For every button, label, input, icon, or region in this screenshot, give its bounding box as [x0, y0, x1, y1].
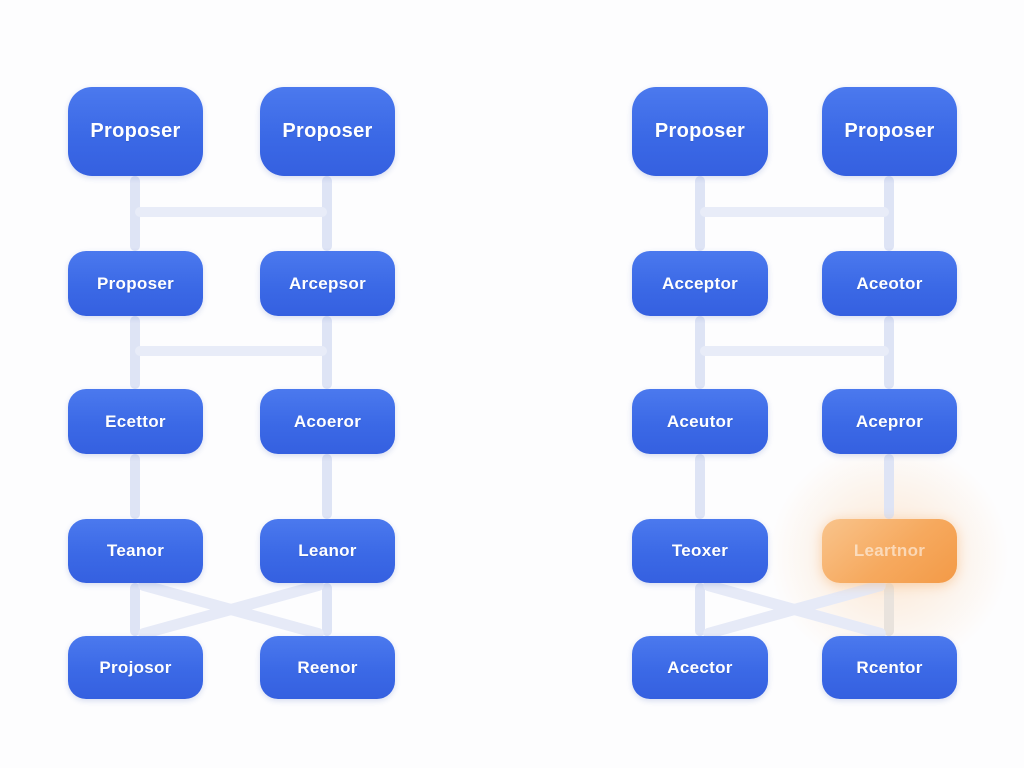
node-left-col2-row4: Leanor — [260, 519, 395, 583]
node-label: Leartnor — [853, 541, 926, 560]
node-label: Aceotor — [856, 273, 923, 293]
node-label: Leanor — [298, 541, 357, 560]
node-right-col2-row4-highlighted: Leartnor — [822, 519, 957, 583]
node-right-col1-row3: Aceutor — [632, 389, 768, 454]
connector-vertical — [322, 176, 332, 251]
connector-vertical — [884, 583, 894, 636]
connector-vertical — [322, 583, 332, 636]
node-label: Acoeror — [293, 411, 362, 431]
node-label: Ecettor — [105, 411, 166, 431]
node-label: Teanor — [106, 541, 165, 560]
node-label: Proposer — [282, 120, 373, 142]
node-label: Proposer — [90, 120, 181, 142]
node-left-col2-row5: Reenor — [260, 636, 395, 699]
node-label: Acepror — [855, 411, 924, 431]
node-right-col2-row5: Rcentor — [822, 636, 957, 699]
node-label: Proposer — [844, 120, 935, 142]
node-left-col2-row2: Arcepsor — [260, 251, 395, 316]
node-right-col1-row4: Teoxer — [632, 519, 768, 583]
connector-vertical — [130, 454, 140, 519]
node-right-col2-row2: Aceotor — [822, 251, 957, 316]
connector-vertical — [322, 316, 332, 389]
node-left-col2-row1: Proposer — [260, 87, 395, 176]
node-left-col1-row5: Projosor — [68, 636, 203, 699]
connector-vertical — [884, 454, 894, 519]
node-left-col1-row1: Proposer — [68, 87, 203, 176]
connector-horizontal — [135, 207, 327, 217]
node-right-col1-row1: Proposer — [632, 87, 768, 176]
connector-vertical — [695, 583, 705, 636]
node-label: Proposer — [654, 120, 746, 142]
connector-horizontal — [700, 207, 889, 217]
node-label: Arcepsor — [288, 273, 367, 293]
node-label: Acector — [667, 657, 733, 677]
node-label: Reenor — [297, 657, 358, 677]
node-label: Acceptor — [661, 273, 739, 293]
connector-vertical — [884, 316, 894, 389]
node-right-col1-row5: Acector — [632, 636, 768, 699]
node-label: Projosor — [99, 657, 172, 677]
node-right-col1-row2: Acceptor — [632, 251, 768, 316]
node-left-col1-row4: Teanor — [68, 519, 203, 583]
connector-horizontal — [135, 346, 327, 356]
node-left-col1-row3: Ecettor — [68, 389, 203, 454]
node-right-col2-row1: Proposer — [822, 87, 957, 176]
node-label: Rcentor — [856, 657, 923, 677]
node-right-col2-row3: Acepror — [822, 389, 957, 454]
connector-horizontal — [700, 346, 889, 356]
connector-vertical — [130, 583, 140, 636]
connector-vertical — [695, 454, 705, 519]
connector-vertical — [322, 454, 332, 519]
node-label: Aceutor — [666, 411, 734, 431]
node-left-col1-row2: Proposer — [68, 251, 203, 316]
connector-vertical — [884, 176, 894, 251]
node-label: Teoxer — [671, 541, 729, 560]
node-left-col2-row3: Acoeror — [260, 389, 395, 454]
node-label: Proposer — [96, 273, 175, 293]
